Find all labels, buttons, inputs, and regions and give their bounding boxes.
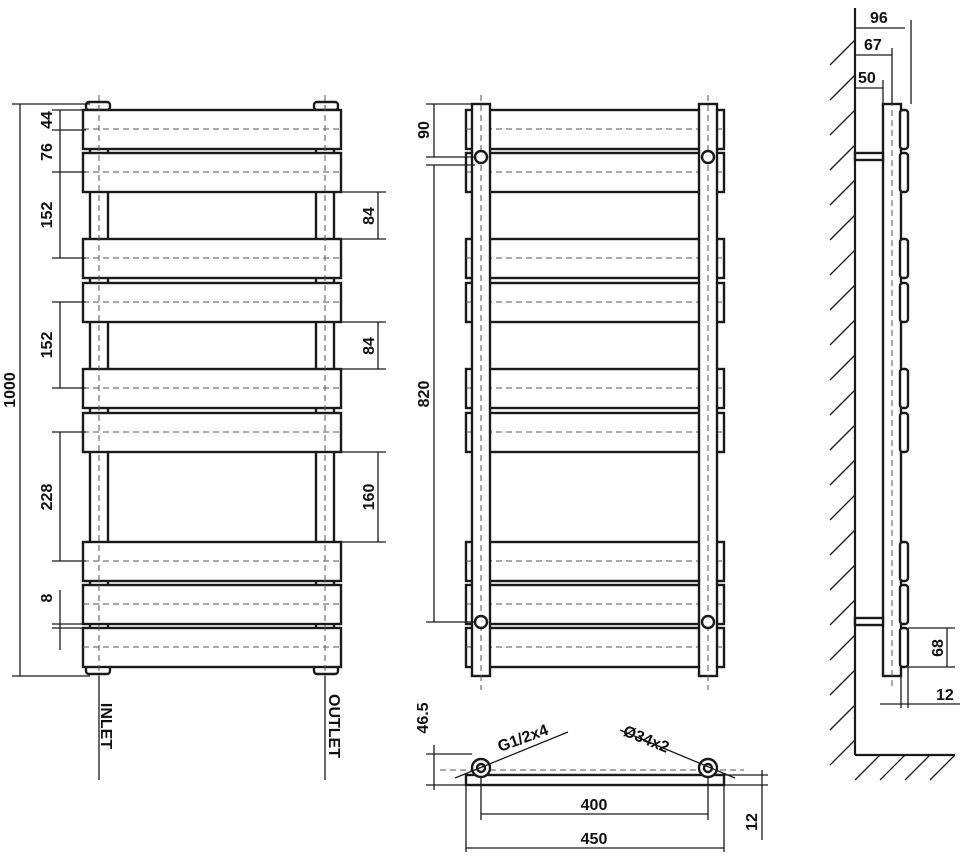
dim-1000: 1000: [2, 372, 19, 408]
dim-400: 400: [581, 797, 608, 814]
dim-90: 90: [416, 121, 433, 139]
rear-bar-8: [464, 583, 726, 626]
side-bar-end-1: [898, 108, 910, 151]
side-bar-end-6: [898, 411, 910, 454]
rear-bar-9: [464, 626, 726, 669]
rear-bar-7: [464, 540, 726, 583]
bracket-top-right: [700, 149, 716, 165]
bar-3: [81, 237, 343, 280]
side-view: 96 67 50 68 12: [829, 8, 960, 781]
rear-bar-2: [464, 151, 726, 194]
dim-820: 820: [416, 381, 433, 408]
side-bar-end-8: [898, 583, 910, 626]
dim-68: 68: [930, 639, 947, 657]
side-bar-end-9: [898, 626, 910, 669]
dim-46-5: 46.5: [415, 702, 432, 733]
wall-hatching: [829, 39, 956, 781]
dim-44: 44: [39, 111, 56, 129]
outlet-label: OUTLET: [325, 694, 342, 758]
bar-9: [81, 626, 343, 669]
inlet-label: INLET: [97, 703, 114, 749]
dim-96: 96: [870, 10, 888, 27]
bracket-bottom-left: [473, 614, 489, 630]
rear-bar-6: [464, 411, 726, 454]
front-view: 1000 44 76 152 152 228 8: [2, 95, 386, 780]
rear-bar-1: [464, 108, 726, 151]
dim-160: 160: [361, 484, 378, 511]
side-bar-end-7: [898, 540, 910, 583]
side-bracket-bottom: [853, 616, 885, 627]
rear-bar-4: [464, 281, 726, 324]
dim-84-a: 84: [361, 207, 378, 225]
tube-label: Ø34x2: [621, 723, 672, 757]
rear-bar-5: [464, 367, 726, 410]
side-bracket-top: [853, 151, 885, 162]
dim-67: 67: [864, 37, 882, 54]
bracket-bottom-right: [700, 614, 716, 630]
bar-7: [81, 540, 343, 583]
side-bar-end-3: [898, 237, 910, 280]
rear-view: 90 820: [416, 95, 726, 690]
dim-84-b: 84: [361, 337, 378, 355]
bar-5: [81, 367, 343, 410]
dim-12-plan: 12: [744, 813, 761, 831]
bar-1: [81, 108, 343, 151]
side-bar-end-4: [898, 281, 910, 324]
dim-12-side: 12: [936, 687, 954, 704]
dim-50: 50: [858, 70, 876, 87]
dim-228: 228: [39, 484, 56, 511]
side-bar-end-5: [898, 367, 910, 410]
plan-view: G1/2x4 Ø34x2 46.5 400 450 12: [415, 702, 768, 852]
dim-152-a: 152: [39, 202, 56, 229]
bar-4: [81, 281, 343, 324]
bracket-top-left: [473, 149, 489, 165]
rear-bar-3: [464, 237, 726, 280]
side-bar-end-2: [898, 151, 910, 194]
dim-76: 76: [39, 143, 56, 161]
plan-bar: [464, 773, 726, 787]
bar-8: [81, 583, 343, 626]
dim-152-b: 152: [39, 332, 56, 359]
dim-8: 8: [39, 593, 56, 602]
bar-6: [81, 411, 343, 454]
bar-2: [81, 151, 343, 194]
dim-450: 450: [581, 831, 608, 848]
